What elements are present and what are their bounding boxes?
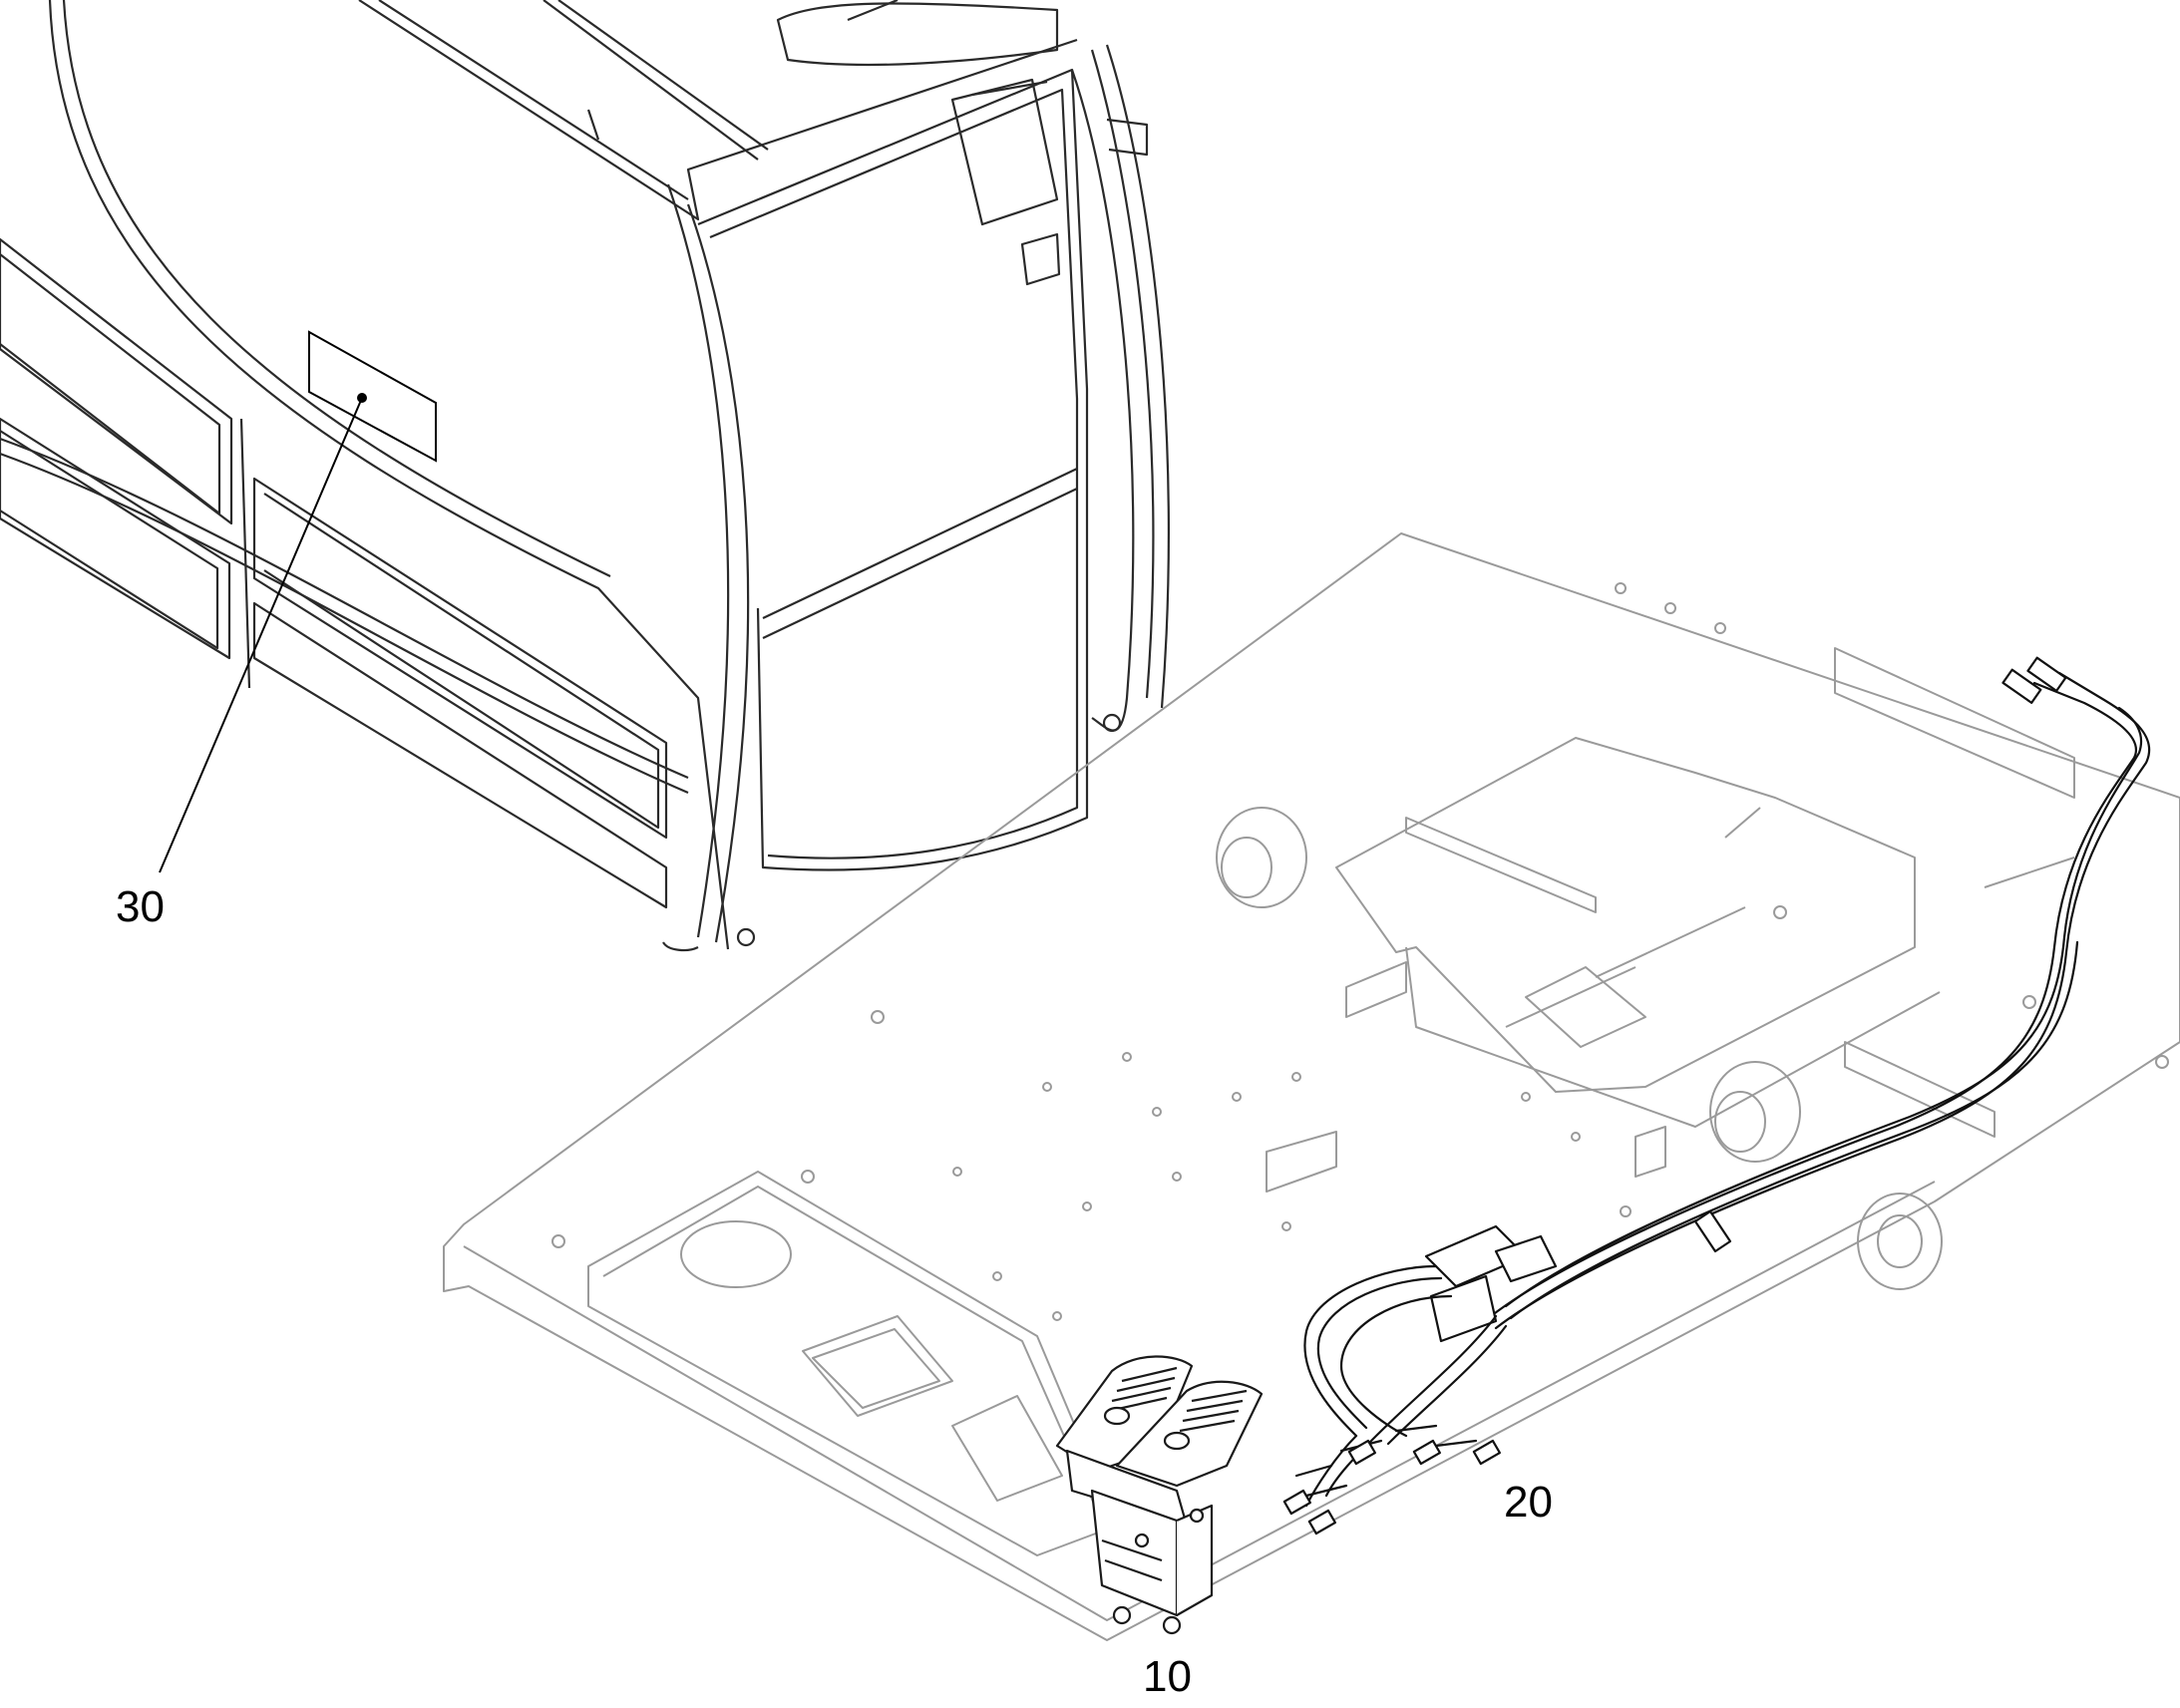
hydraulic-hose-assembly bbox=[1282, 656, 2151, 1536]
part-callout-20: 20 bbox=[1504, 1478, 1553, 1527]
leader-line-30 bbox=[159, 393, 367, 873]
cab-floor-plate bbox=[443, 532, 2180, 1641]
part-callout-10: 10 bbox=[1143, 1652, 1192, 1701]
travel-pedal-assembly bbox=[1055, 1355, 1264, 1635]
decal-label-outline bbox=[308, 330, 437, 463]
operator-cab bbox=[0, 0, 1171, 952]
part-callout-30: 30 bbox=[116, 882, 165, 931]
